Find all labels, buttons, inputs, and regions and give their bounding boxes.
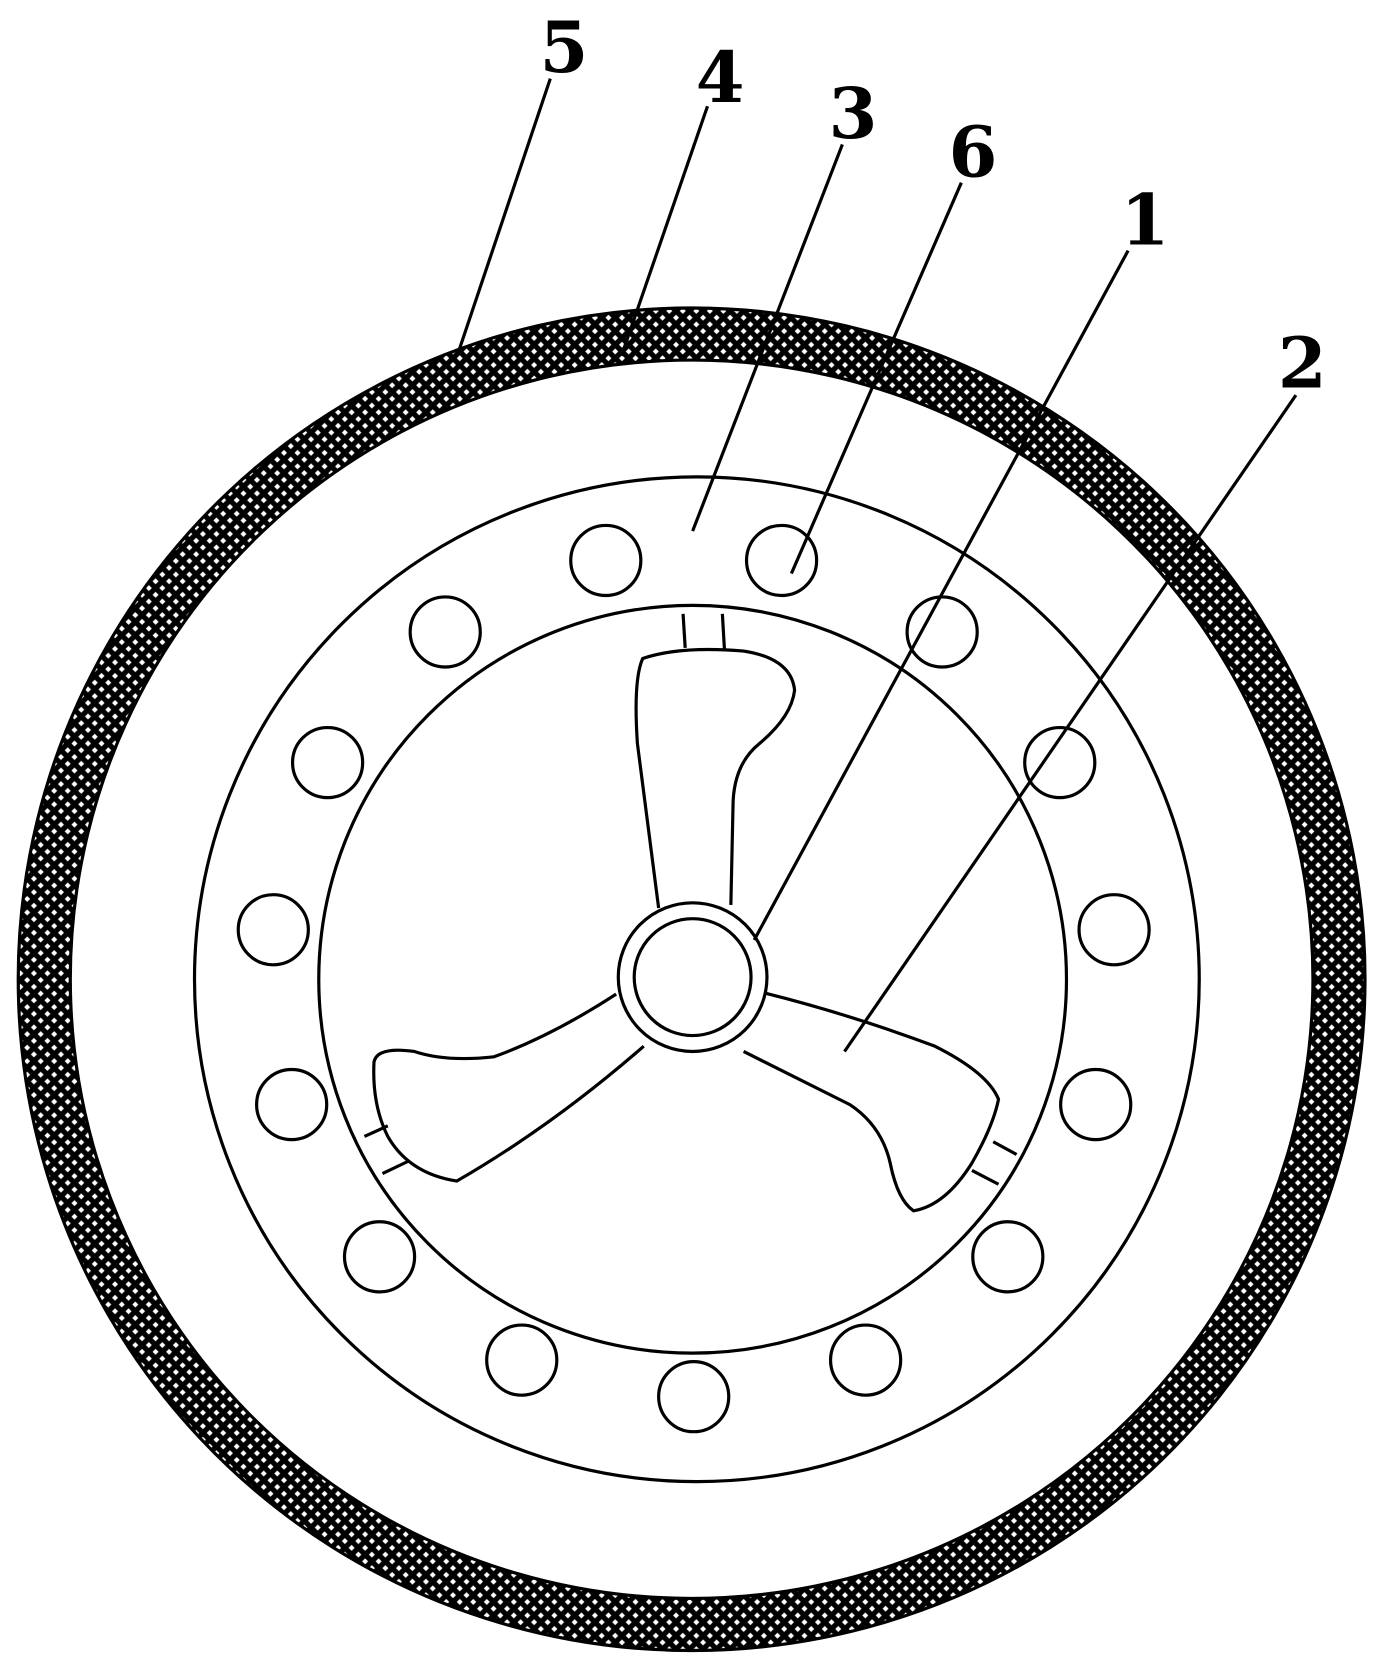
label-1: 1 <box>1121 178 1170 261</box>
top-blade <box>634 647 797 909</box>
leader-6 <box>789 182 963 575</box>
hole <box>342 1220 417 1294</box>
hole <box>657 1360 731 1434</box>
labels: 5 4 3 6 1 2 <box>540 6 1327 404</box>
leader-1 <box>752 249 1130 941</box>
label-5: 5 <box>540 6 589 89</box>
top-connector <box>681 613 727 651</box>
hole <box>1059 1067 1133 1142</box>
hole <box>408 595 482 669</box>
connectors <box>363 613 1018 1186</box>
hub <box>616 901 769 1054</box>
hole <box>255 1067 329 1142</box>
inner-ring <box>317 603 1069 1355</box>
leader-2 <box>843 394 1298 1053</box>
left-blade <box>372 992 645 1183</box>
hole <box>1077 893 1151 967</box>
hole <box>905 595 979 669</box>
hole <box>290 725 365 800</box>
leader-5 <box>457 78 552 352</box>
holes <box>236 523 1151 1434</box>
leader-3 <box>691 143 844 532</box>
label-2: 2 <box>1278 322 1327 405</box>
hole <box>1023 725 1097 800</box>
hole <box>828 1323 903 1397</box>
leader-4 <box>619 105 709 357</box>
hub-outer <box>616 901 769 1054</box>
middle-ring-outer <box>192 475 1201 1484</box>
leader-lines <box>457 78 1298 1053</box>
outer-hatched-rim <box>16 306 1367 1653</box>
hole <box>236 893 310 967</box>
hole <box>569 523 643 598</box>
right-connector <box>971 1140 1018 1186</box>
hub-inner <box>632 917 753 1038</box>
label-3: 3 <box>829 72 878 155</box>
right-blade <box>742 991 1001 1213</box>
label-6: 6 <box>949 110 998 193</box>
fan-blades <box>372 647 1001 1213</box>
hole <box>744 523 819 598</box>
label-4: 4 <box>696 36 745 119</box>
hole <box>485 1323 559 1397</box>
hole <box>971 1220 1045 1294</box>
